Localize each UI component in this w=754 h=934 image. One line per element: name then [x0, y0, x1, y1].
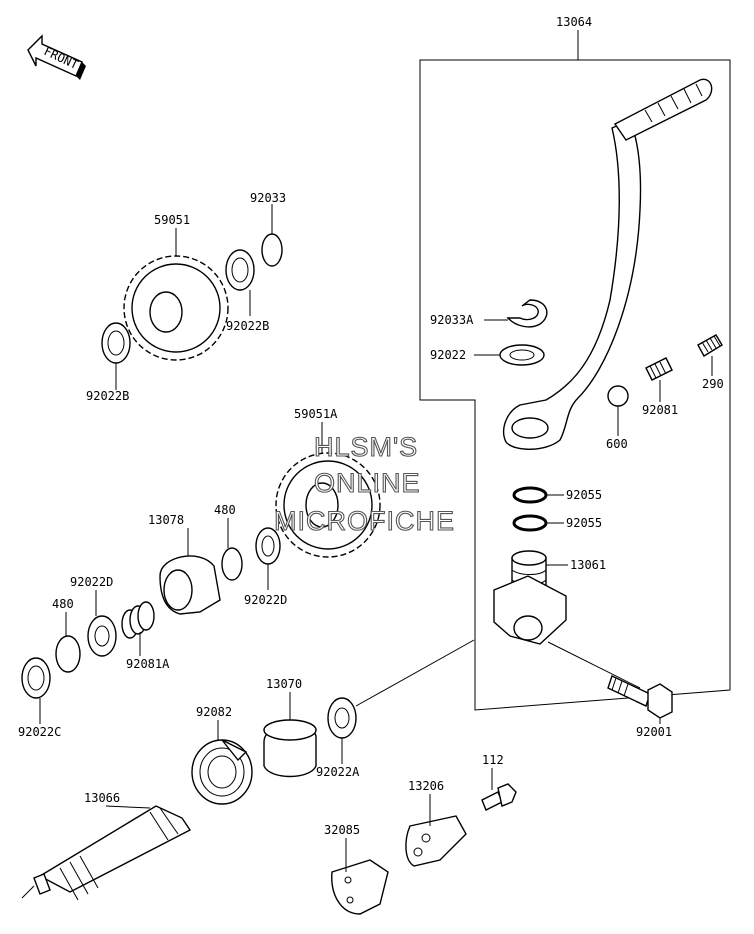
washer-92022a-icon: [327, 697, 357, 739]
label-480-lower: 480: [52, 597, 74, 611]
washer-92022b-upper-icon: [225, 249, 255, 291]
label-59051a: 59051A: [294, 407, 338, 421]
gear-59051-icon: [123, 255, 229, 361]
label-92022c: 92022C: [18, 725, 61, 739]
washer-92022-icon: [499, 344, 545, 366]
ratchet-13078-icon: [159, 555, 221, 615]
label-92022b-lower: 92022B: [86, 389, 129, 403]
label-92055-lower: 92055: [566, 516, 602, 530]
label-13064: 13064: [556, 15, 592, 29]
bolt-92001-icon: [607, 675, 673, 719]
label-600: 600: [606, 437, 628, 451]
label-92082: 92082: [196, 705, 232, 719]
o-ring-92055-upper-icon: [512, 486, 548, 504]
o-ring-92055-lower-icon: [512, 514, 548, 532]
spring-92081-icon: [645, 357, 673, 381]
label-92022: 92022: [430, 348, 466, 362]
label-92022d-lower: 92022D: [70, 575, 113, 589]
stopper-32085-icon: [331, 859, 389, 915]
kick-pedal-frame: [419, 57, 731, 711]
watermark: HLSM'S ONLINE MICROFICHE: [273, 431, 455, 536]
circlip-92033-icon: [261, 233, 283, 267]
label-59051: 59051: [154, 213, 190, 227]
watermark-line-3: MICROFICHE: [274, 506, 455, 536]
label-92022d-upper: 92022D: [244, 593, 287, 607]
spring-290-icon: [697, 334, 723, 357]
label-13061: 13061: [570, 558, 606, 572]
label-13078: 13078: [148, 513, 184, 527]
label-92022b-upper: 92022B: [226, 319, 269, 333]
label-13066: 13066: [84, 791, 120, 805]
ball-600-icon: [607, 385, 629, 407]
label-13070: 13070: [266, 677, 302, 691]
circlip-480-upper-icon: [221, 547, 243, 581]
label-13206: 13206: [408, 779, 444, 793]
leader-lines: [39, 30, 713, 872]
label-92081a: 92081A: [126, 657, 170, 671]
washer-92022c-icon: [21, 657, 51, 699]
washer-92022d-lower-icon: [87, 615, 117, 657]
label-112: 112: [482, 753, 504, 767]
label-32085: 32085: [324, 823, 360, 837]
guide-13070-icon: [263, 719, 317, 778]
gear-59051a-icon: [275, 452, 381, 558]
label-92055-upper: 92055: [566, 488, 602, 502]
label-290: 290: [702, 377, 724, 391]
clip-92033a-icon: [506, 299, 548, 328]
watermark-line-1: HLSM'S: [314, 432, 418, 462]
front-arrow-icon: FRONT: [27, 34, 86, 80]
circlip-480-lower-icon: [55, 635, 81, 673]
watermark-line-2: ONLINE: [314, 468, 421, 498]
torsion-spring-92082-icon: [191, 739, 253, 805]
plate-13206-icon: [405, 815, 467, 867]
label-92081: 92081: [642, 403, 678, 417]
label-92033a: 92033A: [430, 313, 474, 327]
label-480-upper: 480: [214, 503, 236, 517]
label-92001: 92001: [636, 725, 672, 739]
washer-92022b-lower-icon: [101, 322, 131, 364]
bolt-112-icon: [481, 783, 517, 811]
kick-shaft-13066-icon: [21, 805, 192, 901]
label-92033: 92033: [250, 191, 286, 205]
kick-boss-13061-icon: [493, 550, 567, 645]
kick-pedal-arm-icon: [502, 78, 713, 450]
label-92022a: 92022A: [316, 765, 360, 779]
spring-92081a-icon: [121, 601, 155, 639]
